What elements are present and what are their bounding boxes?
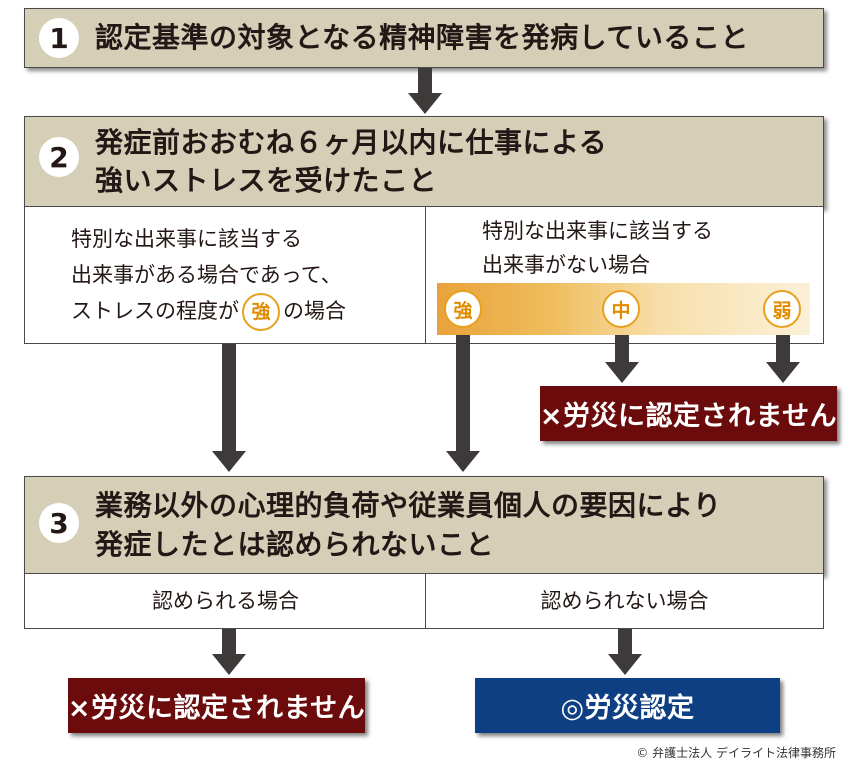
copyright-notice: © 弁護士法人 デイライト法律事務所 bbox=[636, 746, 836, 760]
arrow-weak-head bbox=[766, 362, 800, 383]
step1-number: 1 bbox=[39, 18, 79, 58]
result-upper-not-certified: ×労災に認定されません bbox=[540, 386, 837, 441]
step2-left-line3-prefix: ストレスの程度が bbox=[71, 299, 239, 323]
result-left-not-certified: ×労災に認定されません bbox=[68, 678, 365, 733]
step2-title-line1: 発症前おおむね６ヶ月以内に仕事による bbox=[95, 126, 608, 159]
scale-weak-badge: 弱 bbox=[763, 290, 801, 328]
step3-box: 3 業務以外の心理的負荷や従業員個人の要因により 発症したとは認められないこと bbox=[24, 476, 824, 575]
step3-right-label: 認められない場合 bbox=[540, 589, 709, 613]
step2-right-line1: 特別な出来事に該当する bbox=[482, 219, 713, 243]
step2-left-line3: ストレスの程度が強の場合 bbox=[71, 293, 346, 331]
step1-box: 1 認定基準の対象となる精神障害を発病していること bbox=[24, 8, 824, 68]
step3-right-cell: 認められない場合 bbox=[425, 573, 824, 629]
step2-right-line2: 出来事がない場合 bbox=[482, 253, 650, 277]
arrow-1-to-2-shaft bbox=[418, 68, 432, 96]
step2-left-cell: 特別な出来事に該当する 出来事がある場合であって、 ストレスの程度が強の場合 bbox=[24, 206, 427, 344]
arrow-1-to-2-head bbox=[408, 93, 442, 114]
strong-badge: 強 bbox=[242, 293, 280, 331]
arrow-step3-left-head bbox=[212, 654, 246, 675]
arrow-medium-head bbox=[605, 362, 639, 383]
result-right-certified: ◎労災認定 bbox=[475, 678, 780, 733]
step2-title-line2: 強いストレスを受けたこと bbox=[95, 164, 438, 197]
step3-left-cell: 認められる場合 bbox=[24, 573, 427, 629]
step2-left-line1: 特別な出来事に該当する bbox=[71, 227, 302, 251]
arrow-left-2-to-3-shaft bbox=[222, 344, 236, 454]
arrow-step3-right-shaft bbox=[618, 629, 632, 657]
arrow-strong-2-to-3-head bbox=[446, 451, 480, 472]
arrow-left-2-to-3-head bbox=[212, 451, 246, 472]
step2-number: 2 bbox=[39, 137, 79, 177]
arrow-strong-2-to-3-shaft bbox=[456, 335, 470, 454]
step3-number: 3 bbox=[39, 503, 79, 543]
scale-strong-badge: 強 bbox=[444, 290, 482, 328]
arrow-weak-shaft bbox=[776, 335, 790, 365]
step3-title-line1: 業務以外の心理的負荷や従業員個人の要因により bbox=[95, 489, 722, 522]
step3-left-label: 認められる場合 bbox=[152, 589, 299, 613]
step1-title: 認定基準の対象となる精神障害を発病していること bbox=[95, 21, 749, 54]
step3-title-line2: 発症したとは認められないこと bbox=[95, 528, 495, 561]
step2-left-line2: 出来事がある場合であって、 bbox=[71, 263, 342, 287]
step2-left-line3-suffix: の場合 bbox=[283, 299, 346, 323]
stress-scale-bar: 強 中 弱 bbox=[437, 283, 810, 335]
step2-box: 2 発症前おおむね６ヶ月以内に仕事による 強いストレスを受けたこと bbox=[24, 116, 824, 208]
arrow-step3-right-head bbox=[608, 654, 642, 675]
arrow-step3-left-shaft bbox=[222, 629, 236, 657]
arrow-medium-shaft bbox=[615, 335, 629, 365]
scale-medium-badge: 中 bbox=[602, 290, 640, 328]
